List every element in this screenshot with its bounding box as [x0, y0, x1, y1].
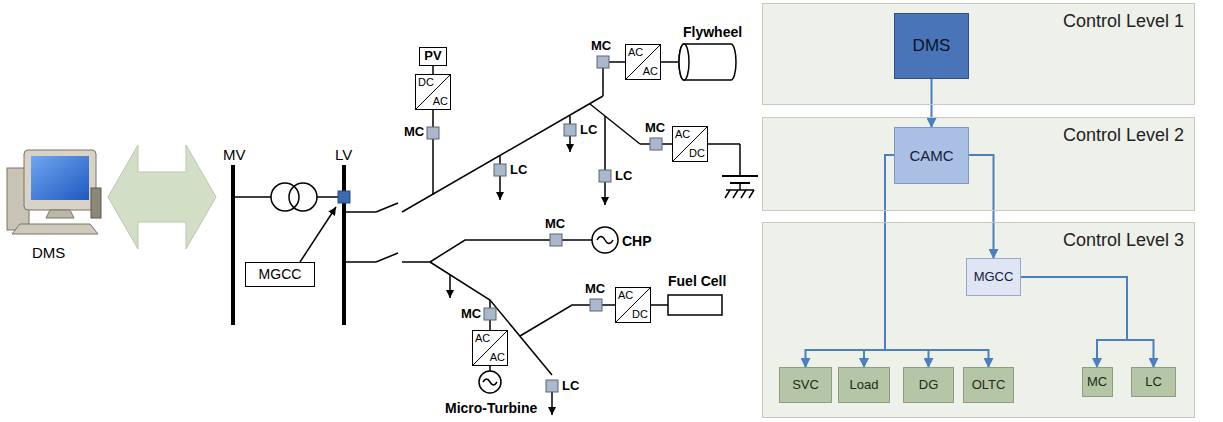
box-text: OLTC — [972, 378, 1006, 393]
box-text: CAMC — [909, 147, 953, 164]
lc-label: LC — [562, 379, 579, 394]
lc-label: LC — [510, 163, 527, 178]
converter-text: DC — [632, 308, 648, 321]
device-box: MC — [1082, 367, 1113, 397]
device-label: Fuel Cell — [668, 273, 726, 289]
device-label: Flywheel — [683, 24, 742, 40]
band-title: Control Level 2 — [1063, 125, 1184, 146]
camc-box: CAMC — [894, 127, 969, 184]
connector — [806, 155, 895, 367]
device-box: DG — [903, 367, 954, 403]
control-level-band: Control Level 3 MGCC SVC Load DG OLTC MC LC — [762, 222, 1195, 418]
mgcc-box: MGCC — [966, 258, 1021, 296]
converter-text: DC — [418, 76, 434, 89]
bus-point — [338, 191, 350, 203]
connector — [1021, 277, 1127, 367]
box-text: DMS — [913, 36, 951, 56]
converter-box: ACAC — [472, 330, 508, 366]
control-level-band: Control Level 1 DMS — [762, 3, 1195, 105]
box-text: MC — [1087, 375, 1107, 390]
box-text: DG — [919, 378, 939, 393]
connector — [885, 155, 929, 367]
band-title: Control Level 1 — [1063, 11, 1184, 32]
converter-box: DC AC — [415, 74, 451, 110]
converter-text: DC — [689, 147, 705, 160]
mc-label: MC — [461, 307, 481, 322]
box-text: SVC — [792, 378, 819, 393]
converter-box: AC DC — [672, 126, 708, 162]
lc-label: LC — [615, 169, 632, 184]
mc-label: MC — [645, 121, 665, 136]
converter-text: AC — [490, 351, 505, 364]
bus-label: MV — [223, 146, 246, 163]
connector — [969, 155, 994, 258]
device-box: OLTC — [963, 367, 1014, 403]
box-text: MGCC — [974, 270, 1014, 285]
device-box: SVC — [779, 367, 832, 403]
converter-text: AC — [433, 95, 448, 108]
connector — [864, 155, 894, 367]
mc-label: MC — [585, 282, 605, 297]
controller-squares — [427, 56, 662, 392]
control-level-band: Control Level 2 CAMC — [762, 117, 1195, 211]
mc-label: MC — [545, 217, 565, 232]
device-box: LC — [1131, 367, 1176, 397]
device-box: Load — [838, 367, 890, 403]
bus-label: LV — [335, 146, 352, 163]
box-text: PV — [424, 49, 441, 64]
computer-label: DMS — [32, 244, 65, 261]
converter-text: AC — [618, 289, 633, 302]
connector — [432, 66, 434, 75]
converter-box: ACAC — [625, 44, 661, 80]
box-text: Load — [850, 378, 879, 393]
network-wiring — [233, 44, 758, 415]
computer-icon — [7, 150, 101, 234]
controller-box: MGCC — [245, 262, 315, 287]
device-label: CHP — [622, 233, 652, 249]
communication-arrow — [108, 145, 216, 249]
lc-label: LC — [580, 123, 597, 138]
converter-text: AC — [675, 128, 690, 141]
dms-box: DMS — [894, 13, 969, 79]
source-box: PV — [419, 47, 447, 66]
connector — [931, 79, 933, 127]
box-text: LC — [1145, 375, 1162, 390]
converter-text: AC — [643, 65, 658, 78]
converter-box: AC DC — [615, 287, 651, 323]
mc-label: MC — [591, 39, 611, 54]
band-title: Control Level 3 — [1063, 230, 1184, 251]
box-text: MGCC — [259, 266, 302, 282]
converter-text: AC — [628, 46, 643, 59]
mc-label: MC — [404, 125, 424, 140]
converter-text: AC — [475, 332, 490, 345]
device-label: Micro-Turbine — [445, 400, 537, 416]
connector — [1021, 277, 1154, 367]
